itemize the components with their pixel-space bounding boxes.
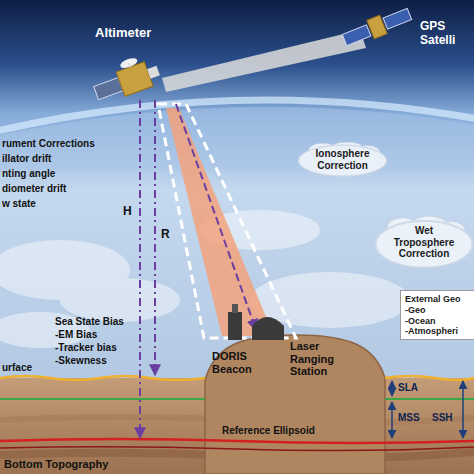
sla-arrow	[391, 381, 393, 396]
seamount	[205, 335, 385, 474]
correction-item: illator drift	[2, 153, 51, 165]
ssh-label: SSH	[432, 412, 453, 424]
gps-beam	[162, 30, 366, 92]
bias-heading: Sea State Bias	[55, 316, 124, 328]
atmosphere-glow	[0, 107, 474, 170]
reference-ellipsoid-line	[0, 439, 474, 443]
geo-box: External Geo-Geo-Ocean-Atmospheri	[400, 290, 474, 340]
laser-station	[252, 317, 284, 340]
doris-antenna	[232, 304, 238, 313]
station-label: Laser Ranging Station	[290, 340, 342, 378]
height-line	[139, 100, 141, 438]
correction-item: w state	[2, 198, 36, 210]
sea-surface-line	[385, 376, 474, 380]
cloud-body	[376, 221, 472, 267]
box-item: -Geo	[405, 305, 471, 315]
correction-item: diometer drift	[2, 183, 66, 195]
gps-satellite	[341, 5, 413, 50]
bias-item: -Skewness	[55, 355, 107, 367]
correction-item: nting angle	[2, 168, 55, 180]
troposphere-cloud: Wet Troposphere Correction	[375, 216, 473, 269]
height-label: H	[123, 205, 132, 219]
range-label: R	[161, 228, 170, 242]
surface-label: urface	[2, 362, 32, 374]
topography-label: Bottom Topography	[4, 458, 108, 471]
box-item: -Ocean	[405, 316, 471, 326]
satellite-label: Altimeter	[95, 26, 151, 41]
sky	[0, 0, 474, 380]
cloud-puff	[298, 145, 387, 177]
sea-surface-line	[0, 376, 205, 380]
ionosphere-cloud: Ionosphere Correction	[298, 142, 387, 177]
range-line	[154, 100, 156, 375]
altimeter-satellite	[89, 51, 163, 106]
mss-arrow	[391, 402, 393, 438]
bias-item: -Tracker bias	[55, 342, 117, 354]
radar-beam	[166, 108, 274, 336]
mss-label: MSS	[398, 412, 420, 424]
cloud-puff	[375, 220, 473, 268]
ellipsoid-label: Reference Ellipsoid	[222, 425, 315, 437]
mean-sea-surface-line	[0, 398, 474, 400]
box-item: -Atmospheri	[405, 326, 471, 336]
range-arrow	[176, 104, 256, 330]
doris-beacon	[228, 312, 242, 340]
bias-item: -EM Bias	[55, 329, 97, 341]
satellite-label: GPS Satelli	[420, 20, 466, 48]
cloud-text: Wet Troposphere Correction	[391, 225, 457, 260]
correction-heading: rument Corrections	[2, 138, 95, 150]
cloud-text: Ionosphere Correction	[313, 148, 373, 171]
bottom-line	[0, 447, 474, 451]
radar-beam-outline	[158, 104, 296, 338]
ssh-arrow	[462, 381, 464, 438]
sla-label: SLA	[398, 382, 418, 394]
beacon-label: DORIS Beacon	[212, 350, 260, 375]
cloud-body	[299, 146, 386, 176]
box-heading: External Geo	[405, 294, 471, 304]
